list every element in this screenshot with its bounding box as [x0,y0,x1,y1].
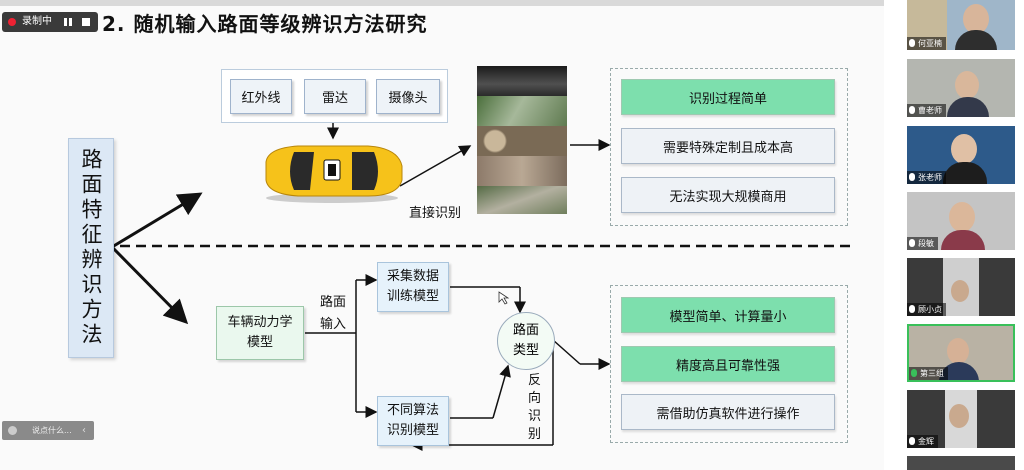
road-surface-images [477,66,567,214]
direct-identification-label: 直接识别 [409,206,462,221]
road-type-label: 路面类型 [512,323,539,358]
person-body [943,162,987,184]
road-image-2 [477,96,567,126]
person-face [949,202,975,232]
top-result-3: 无法实现大规模商用 [621,177,835,213]
top-bar [0,0,884,6]
person-body [941,230,985,250]
diagram-connectors [110,121,850,451]
person-face [947,338,969,364]
participant-tile[interactable]: 张老师 [907,126,1015,184]
participant-name: 张老师 [907,171,946,184]
collect-data-train-model-box: 采集数据训练模型 [377,262,449,312]
participant-tile[interactable]: 曹老师 [907,59,1015,117]
participant-name: 何亚楠 [907,37,946,50]
road-image-1 [477,66,567,96]
chat-emoji-icon[interactable] [8,426,17,435]
pause-icon-bar [69,18,72,26]
participant-tile[interactable]: 金辉 [907,390,1015,448]
mic-icon [909,239,915,247]
record-dot-icon [8,18,16,26]
mic-icon [909,106,915,114]
vehicle-dynamics-model-box: 车辆动力学模型 [216,306,304,360]
person-face [951,280,969,302]
road-image-3 [477,126,567,156]
bottom-results-panel [610,285,848,443]
mic-icon [909,305,915,313]
road-feature-method-box: 路面特征辨识方法 [68,138,114,358]
person-body [947,97,989,117]
sensor-camera: 摄像头 [376,79,440,114]
top-result-2: 需要特殊定制且成本高 [621,128,835,164]
chat-input[interactable]: 说点什么... ‹ [2,421,94,440]
participant-name: 段敏 [907,237,938,250]
participant-name: 第三组 [909,367,948,380]
bottom-result-2: 精度高且可靠性强 [621,346,835,382]
algorithm-model-box: 不同算法识别模型 [377,396,449,446]
person-face [955,71,979,99]
participant-name: 金辉 [907,435,938,448]
participant-tile-active-speaker[interactable]: 第三组 [907,324,1015,382]
pause-icon[interactable] [64,18,67,26]
mic-icon [909,437,915,445]
stop-icon[interactable] [82,18,90,26]
sensor-infrared: 红外线 [230,79,292,114]
reverse-identification-label: 反向识别 [528,373,542,442]
recording-indicator[interactable]: 录制中 [2,12,98,32]
person-face [963,4,989,34]
taxi-car-image [265,145,403,203]
person-face [951,134,977,164]
participant-tile[interactable]: 顾小贞 [907,258,1015,316]
presentation-slide: 录制中 2. 随机输入路面等级辨识方法研究 路面特征辨识方法 红外线 雷达 摄像… [0,0,884,451]
mic-icon [909,173,915,181]
top-result-1: 识别过程简单 [621,79,835,115]
chat-placeholder: 说点什么... [32,426,72,435]
recording-label: 录制中 [22,16,52,27]
participant-tile[interactable]: 何亚楠 [907,0,1015,50]
road-type-node: 路面类型 [497,312,555,370]
sensor-radar: 雷达 [304,79,366,114]
road-input-label: 路面输入 [320,295,347,332]
road-image-5 [477,186,567,214]
person-body [955,30,997,50]
person-face [949,404,969,428]
bottom-result-3: 需借助仿真软件进行操作 [621,394,835,430]
participant-name: 曹老师 [907,104,946,117]
top-results-panel [610,68,848,226]
mic-icon [909,39,915,47]
chevron-left-icon[interactable]: ‹ [82,425,86,436]
person-body [939,362,979,380]
bottom-result-1: 模型简单、计算量小 [621,297,835,333]
mic-active-icon [911,369,917,377]
participant-tile-partial[interactable] [907,456,1015,470]
participant-name: 顾小贞 [907,303,946,316]
participant-tile[interactable]: 段敏 [907,192,1015,250]
slide-title: 2. 随机输入路面等级辨识方法研究 [102,12,428,36]
road-image-4 [477,156,567,186]
sensor-panel: 红外线 雷达 摄像头 [221,69,448,123]
